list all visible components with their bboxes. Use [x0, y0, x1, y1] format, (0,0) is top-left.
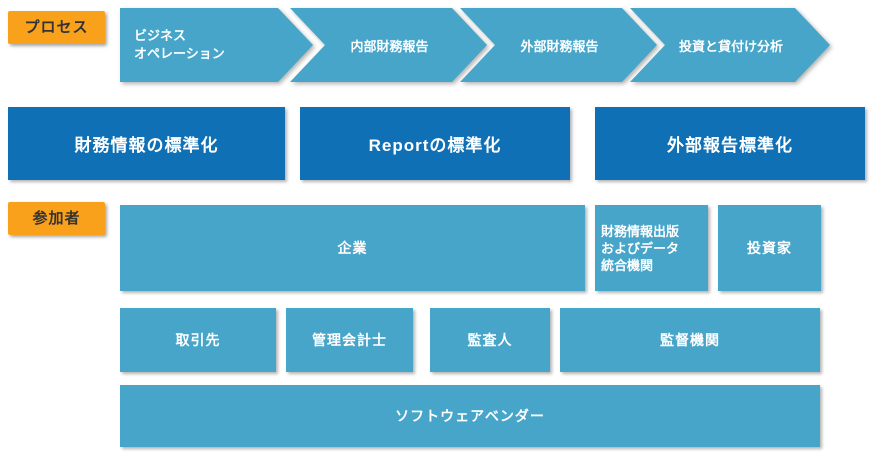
- box-external-reporting-standardization: 外部報告標準化: [595, 107, 865, 180]
- box-auditor: 監査人: [430, 308, 550, 372]
- arrow-external-financial-reporting: 外部財務報告: [460, 8, 657, 82]
- box-financial-info-standardization: 財務情報の標準化: [8, 107, 285, 180]
- arrow-business-operation: ビジネス オペレーション: [120, 8, 313, 82]
- box-software-vendor: ソフトウェアベンダー: [120, 385, 820, 447]
- box-financial-publishing-line2: およびデータ: [601, 240, 680, 256]
- box-business-partners: 取引先: [120, 308, 276, 372]
- arrow-external-financial-reporting-label: 外部財務報告: [520, 38, 599, 54]
- arrow-business-operation-line1: ビジネス: [134, 28, 187, 43]
- box-company: 企業: [120, 205, 585, 291]
- box-investor: 投資家: [718, 205, 821, 291]
- box-financial-publishing-data-integration: 財務情報出版 およびデータ 統合機関: [595, 205, 708, 291]
- arrow-internal-financial-reporting: 内部財務報告: [290, 8, 487, 82]
- arrow-business-operation-line2: オペレーション: [134, 46, 225, 61]
- arrow-internal-financial-reporting-label: 内部財務報告: [350, 38, 429, 54]
- participants-label: 参加者: [8, 202, 105, 235]
- box-financial-publishing-line3: 統合機関: [601, 257, 654, 273]
- process-label: プロセス: [8, 11, 105, 44]
- box-report-standardization: Reportの標準化: [300, 107, 570, 180]
- box-financial-publishing-line1: 財務情報出版: [601, 223, 680, 239]
- arrow-investment-lending-analysis-label: 投資と貸付け分析: [678, 38, 783, 54]
- box-management-accountant: 管理会計士: [286, 308, 413, 372]
- arrow-investment-lending-analysis: 投資と貸付け分析: [630, 8, 830, 82]
- box-regulatory-agency: 監督機関: [560, 308, 820, 372]
